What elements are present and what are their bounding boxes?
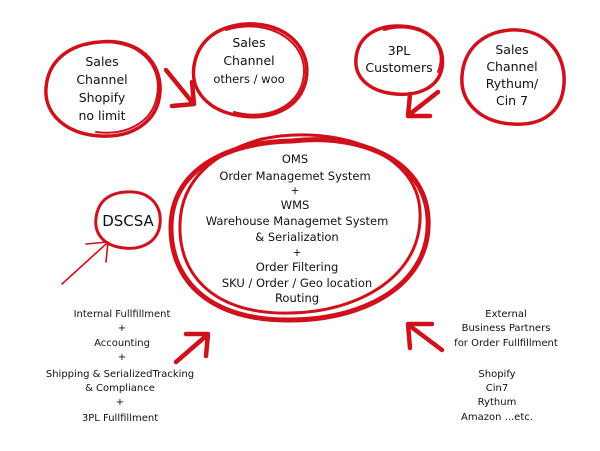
rythum-line-1: Sales: [495, 42, 528, 57]
arrow-to-dscsa: [61, 241, 109, 285]
arrow-internal-to-center: [173, 331, 211, 365]
partners-line-1: Shopify: [478, 369, 515, 380]
shopify-circle: [44, 39, 162, 138]
partners-line-3: Rythum: [478, 397, 517, 408]
center-line-6: & Serialization: [255, 230, 338, 244]
center-line-4: WMS: [281, 198, 310, 212]
dscsa-circle: [94, 190, 162, 250]
internal-line-3: Accounting: [94, 338, 150, 349]
threepl-text: 3PL Customers: [365, 43, 432, 75]
external-text: External Business Partners for Order Ful…: [454, 309, 558, 349]
center-line-9: SKU / Order / Geo location: [222, 276, 372, 290]
rythum-line-4: Cin 7: [496, 93, 528, 108]
internal-line-5: Shipping & SerializedTracking: [46, 369, 194, 380]
external-line-2: Business Partners: [462, 323, 551, 334]
threepl-line-1: 3PL: [388, 43, 410, 58]
rythum-text: Sales Channel Rythum/ Cin 7: [486, 42, 539, 108]
partners-line-4: Amazon ...etc.: [461, 412, 533, 423]
center-circle: [168, 133, 431, 323]
center-line-8: Order Filtering: [256, 260, 339, 274]
woo-text: Sales Channel others / woo: [213, 35, 284, 86]
dscsa-label: DSCSA: [102, 212, 154, 230]
center-circle-inner: [178, 133, 422, 315]
internal-line-7: +: [116, 397, 124, 408]
center-circle-outer: [168, 137, 431, 323]
internal-line-8: 3PL Fullfillment: [82, 413, 158, 424]
center-text: OMS Order Managemet System + WMS Warehou…: [206, 152, 389, 305]
shopify-line-1: Sales: [85, 54, 118, 69]
threepl-line-2: Customers: [365, 60, 432, 75]
shopify-line-4: no limit: [78, 108, 125, 123]
external-line-1: External: [485, 309, 527, 320]
center-line-10: Routing: [275, 291, 319, 305]
woo-line-3: others / woo: [213, 72, 284, 86]
center-line-2: Order Managemet System: [219, 169, 370, 183]
center-line-1: OMS: [282, 152, 308, 166]
internal-line-2: +: [118, 323, 126, 334]
rythum-circle: [460, 28, 566, 126]
internal-line-6: & Compliance: [85, 383, 155, 394]
internal-line-1: Internal Fullfillment: [74, 309, 171, 320]
rythum-line-3: Rythum/: [486, 76, 539, 91]
internal-line-4: +: [118, 352, 126, 363]
shopify-text: Sales Channel Shopify no limit: [76, 54, 127, 123]
partners-text: Shopify Cin7 Rythum Amazon ...etc.: [461, 369, 533, 423]
rythum-line-2: Channel: [486, 59, 537, 74]
external-line-3: for Order Fullfillment: [454, 338, 558, 349]
shopify-line-2: Channel: [76, 72, 127, 87]
arrow-external-to-center: [405, 321, 445, 353]
center-line-7: +: [293, 247, 302, 259]
partners-line-2: Cin7: [486, 383, 508, 394]
arrow-shopify-to-center: [163, 67, 197, 109]
shopify-line-3: Shopify: [79, 90, 126, 105]
woo-circle: [191, 22, 309, 119]
center-line-3: +: [291, 185, 300, 197]
internal-text: Internal Fullfillment + Accounting + Shi…: [46, 309, 194, 424]
woo-line-2: Channel: [223, 53, 274, 68]
arrow-threepl-to-center: [405, 89, 441, 119]
center-line-5: Warehouse Managemet System: [206, 214, 389, 228]
woo-line-1: Sales: [232, 35, 265, 50]
threepl-circle: [354, 24, 445, 97]
